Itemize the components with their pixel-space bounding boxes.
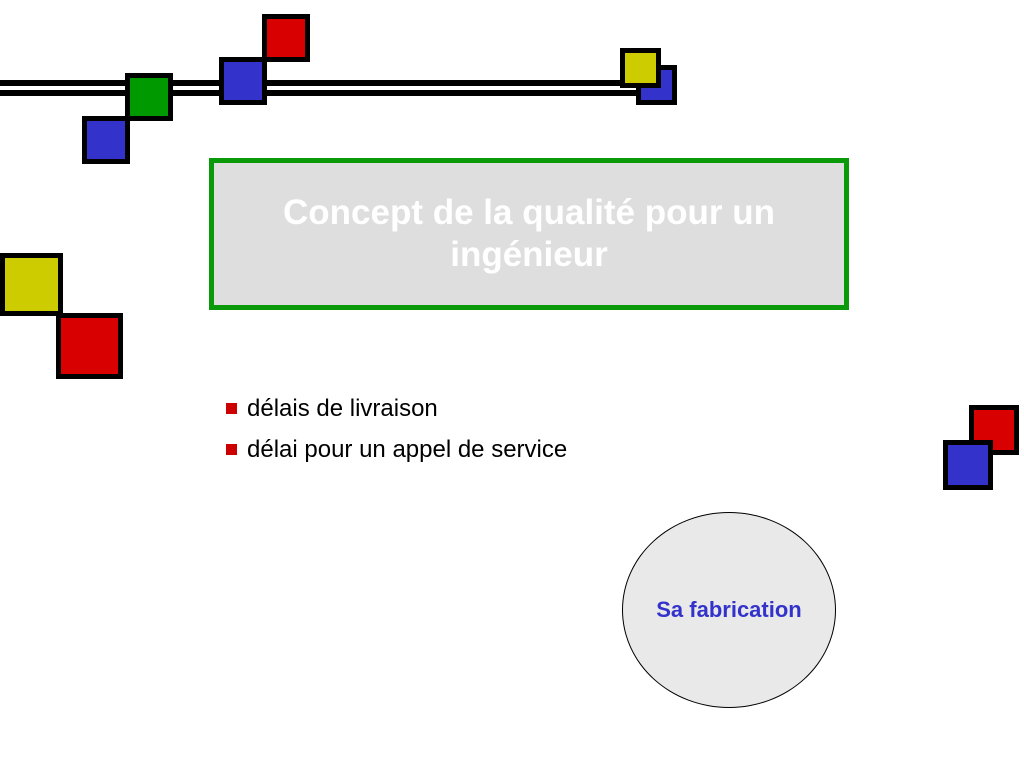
decorative-line	[0, 80, 650, 96]
bullet-square-icon	[226, 403, 237, 414]
decorative-square-red-left	[56, 313, 123, 379]
list-item: délai pour un appel de service	[226, 429, 567, 470]
decorative-square-blue-right	[943, 440, 993, 490]
slide-title-box: Concept de la qualité pour un ingénieur	[209, 158, 849, 310]
fabrication-circle: Sa fabrication	[622, 512, 836, 708]
bullet-list: délais de livraison délai pour un appel …	[226, 388, 567, 470]
bullet-square-icon	[226, 444, 237, 455]
decorative-square-blue-left	[82, 116, 130, 164]
slide-title: Concept de la qualité pour un ingénieur	[283, 193, 775, 274]
circle-label: Sa fabrication	[656, 597, 802, 622]
decorative-square-yellow-left	[0, 253, 63, 316]
bullet-text: délais de livraison	[247, 394, 438, 422]
decorative-square-green-top	[125, 73, 173, 121]
list-item: délais de livraison	[226, 388, 567, 429]
bullet-text: délai pour un appel de service	[247, 435, 568, 463]
decorative-square-blue-top	[219, 57, 267, 105]
decorative-square-yellow-line-end	[620, 48, 661, 88]
decorative-square-red-top	[262, 14, 310, 62]
